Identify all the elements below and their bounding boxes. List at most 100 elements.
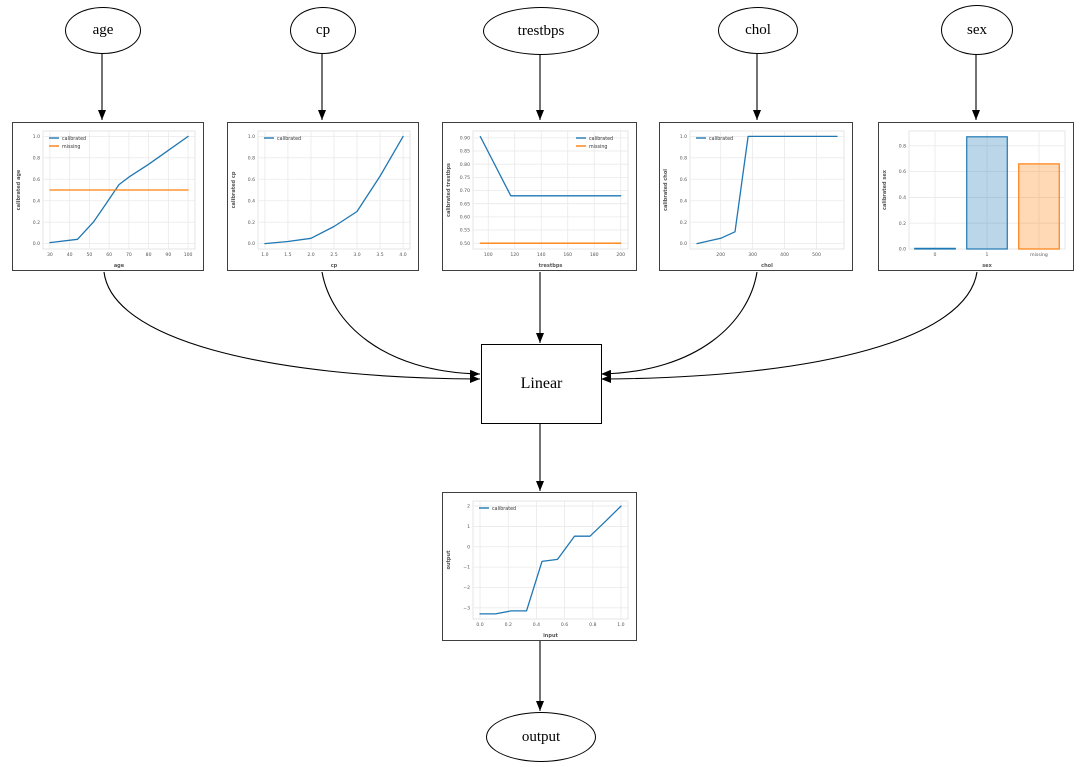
- svg-text:0.0: 0.0: [248, 241, 255, 247]
- svg-text:1.0: 1.0: [617, 622, 624, 628]
- svg-text:0.2: 0.2: [899, 221, 906, 227]
- svg-text:0.4: 0.4: [533, 622, 540, 628]
- svg-text:0.60: 0.60: [460, 214, 470, 220]
- svg-text:missing: missing: [62, 144, 80, 150]
- svg-text:calibrated trestbps: calibrated trestbps: [446, 163, 452, 217]
- svg-text:2.0: 2.0: [307, 252, 314, 258]
- svg-text:0.6: 0.6: [680, 177, 687, 183]
- svg-text:0.90: 0.90: [460, 135, 470, 141]
- svg-text:2: 2: [467, 504, 470, 510]
- chart-output: −3 −2 −1 0 1 2 0.0 0.2 0.4 0.6 0.8 1.0 input output ca…: [443, 493, 636, 640]
- svg-text:4.0: 4.0: [399, 252, 406, 258]
- svg-text:0.6: 0.6: [33, 177, 40, 183]
- svg-text:0.8: 0.8: [680, 155, 687, 161]
- svg-text:0.55: 0.55: [460, 228, 470, 234]
- svg-text:0.70: 0.70: [460, 188, 470, 194]
- svg-text:100: 100: [484, 252, 493, 258]
- svg-text:0.6: 0.6: [561, 622, 568, 628]
- svg-text:sex: sex: [982, 263, 992, 269]
- svg-text:1.0: 1.0: [33, 134, 40, 140]
- svg-text:160: 160: [563, 252, 572, 258]
- svg-text:0.2: 0.2: [33, 220, 40, 226]
- svg-text:30: 30: [47, 252, 53, 258]
- svg-text:input: input: [543, 633, 558, 639]
- svg-text:0.8: 0.8: [248, 155, 255, 161]
- node-age-label: age: [92, 22, 114, 38]
- svg-text:calibrated cp: calibrated cp: [231, 171, 237, 208]
- svg-text:0.8: 0.8: [899, 143, 906, 149]
- svg-text:3.5: 3.5: [376, 252, 383, 258]
- svg-text:−3: −3: [463, 605, 470, 611]
- node-trestbps: trestbps: [483, 7, 599, 55]
- svg-text:300: 300: [748, 252, 757, 258]
- svg-text:0.0: 0.0: [899, 247, 906, 253]
- svg-text:0.2: 0.2: [505, 622, 512, 628]
- svg-text:200: 200: [616, 252, 625, 258]
- svg-text:calibrated: calibrated: [589, 136, 613, 142]
- node-sex-label: sex: [967, 21, 987, 38]
- svg-text:1.0: 1.0: [680, 134, 687, 140]
- svg-text:40: 40: [67, 252, 73, 258]
- svg-text:0.8: 0.8: [589, 622, 596, 628]
- node-output-label: output: [521, 728, 561, 745]
- svg-text:0.2: 0.2: [680, 220, 687, 226]
- svg-text:50: 50: [86, 252, 92, 258]
- svg-text:120: 120: [510, 252, 519, 258]
- chart-trestbps: 0.50 0.55 0.60 0.65 0.70 0.75 0.80 0.85 0.90 100 1…: [443, 123, 636, 270]
- svg-text:chol: chol: [761, 263, 773, 269]
- node-sex: sex: [941, 5, 1013, 55]
- svg-text:1: 1: [467, 524, 470, 530]
- svg-text:0.80: 0.80: [460, 162, 470, 168]
- svg-text:trestbps: trestbps: [539, 263, 563, 269]
- svg-text:70: 70: [126, 252, 132, 258]
- svg-text:−2: −2: [463, 585, 470, 591]
- svg-text:cp: cp: [331, 263, 338, 269]
- edge-figcp-to-linear: [321, 271, 481, 378]
- svg-text:0.4: 0.4: [899, 195, 906, 201]
- node-chol: chol: [718, 7, 798, 54]
- svg-text:missing: missing: [1030, 252, 1048, 258]
- svg-text:missing: missing: [589, 144, 607, 150]
- svg-text:200: 200: [716, 252, 725, 258]
- svg-text:0.50: 0.50: [460, 241, 470, 247]
- edge-figchol-to-linear: [600, 271, 758, 378]
- svg-text:0.4: 0.4: [248, 198, 255, 204]
- svg-text:0: 0: [934, 252, 937, 258]
- svg-text:calibrated sex: calibrated sex: [882, 169, 888, 210]
- svg-text:140: 140: [537, 252, 546, 258]
- svg-text:3.0: 3.0: [353, 252, 360, 258]
- svg-text:80: 80: [146, 252, 152, 258]
- svg-text:0: 0: [467, 544, 470, 550]
- svg-text:2.5: 2.5: [330, 252, 337, 258]
- svg-text:output: output: [446, 550, 452, 570]
- svg-text:0.65: 0.65: [460, 201, 470, 207]
- svg-text:0.85: 0.85: [460, 149, 470, 155]
- fig-trestbps-calibration: 0.50 0.55 0.60 0.65 0.70 0.75 0.80 0.85 0.90 100 1…: [442, 122, 637, 271]
- svg-text:400: 400: [780, 252, 789, 258]
- svg-text:0.0: 0.0: [476, 622, 483, 628]
- svg-text:500: 500: [812, 252, 821, 258]
- svg-text:60: 60: [106, 252, 112, 258]
- svg-text:1.0: 1.0: [248, 134, 255, 140]
- svg-text:0.75: 0.75: [460, 175, 470, 181]
- svg-text:0.6: 0.6: [248, 177, 255, 183]
- svg-text:1.5: 1.5: [284, 252, 291, 258]
- svg-text:calibrated: calibrated: [492, 506, 516, 512]
- svg-text:1: 1: [986, 252, 989, 258]
- svg-text:0.4: 0.4: [680, 198, 687, 204]
- svg-text:0.4: 0.4: [33, 198, 40, 204]
- fig-output-calibration: −3 −2 −1 0 1 2 0.0 0.2 0.4 0.6 0.8 1.0 input output ca…: [442, 492, 637, 641]
- svg-text:−1: −1: [463, 565, 470, 571]
- svg-text:0.2: 0.2: [248, 220, 255, 226]
- svg-text:calibrated age: calibrated age: [16, 169, 22, 210]
- svg-text:90: 90: [165, 252, 171, 258]
- edge-figsex-to-linear: [600, 271, 978, 383]
- node-chol-label: chol: [745, 22, 771, 38]
- svg-text:0.0: 0.0: [33, 241, 40, 247]
